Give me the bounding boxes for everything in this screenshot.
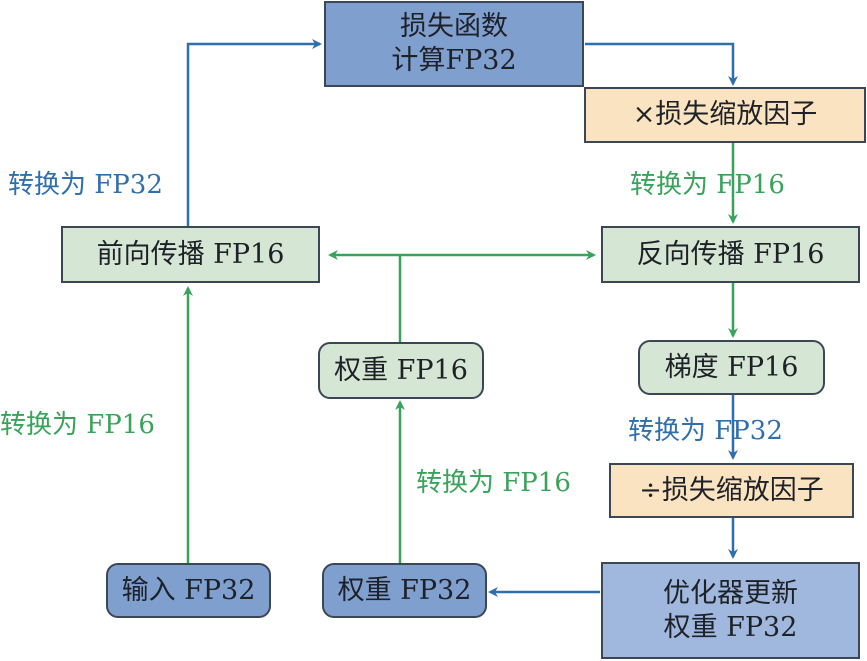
node-forward-pass: 前向传播 FP16 [61,226,320,283]
node-multiply-loss-scale: ×损失缩放因子 [584,87,866,143]
node-backward-pass: 反向传播 FP16 [601,226,860,283]
arrow-forward-to-loss [186,39,322,228]
arrow-loss-to-scale [585,42,738,86]
label-weight32-to-weight16: 转换为 FP16 [416,468,571,498]
node-divide-loss-scale: ÷损失缩放因子 [609,463,854,518]
node-optimizer-update: 优化器更新 权重 FP32 [601,562,860,659]
label-input-to-forward: 转换为 FP16 [0,410,155,440]
node-loss-computation: 损失函数 计算FP32 [324,1,584,87]
node-weight-fp32: 权重 FP32 [322,563,487,618]
label-forward-to-loss: 转换为 FP32 [8,170,163,200]
node-gradient-fp16: 梯度 FP16 [638,340,825,395]
node-weight-fp16: 权重 FP16 [318,342,484,399]
node-input-fp32: 输入 FP32 [106,563,271,618]
label-scale-to-backward: 转换为 FP16 [630,170,785,200]
label-gradient-to-divide: 转换为 FP32 [628,416,783,446]
